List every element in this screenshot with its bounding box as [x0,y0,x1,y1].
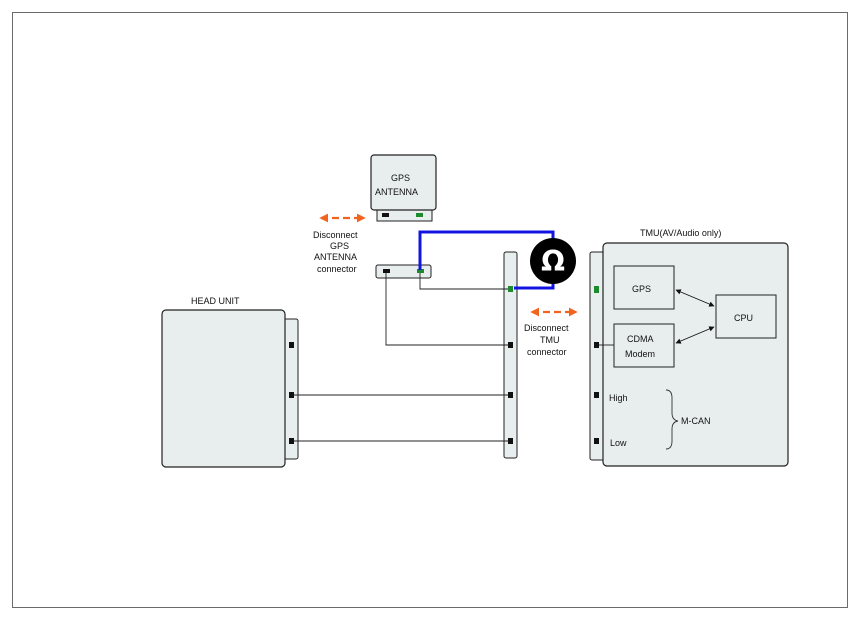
tmu-cpu-module [715,294,777,339]
tmu-unit: TMU(AV/Audio only) GPS CPU CDMA Modem Hi… [589,228,789,467]
tmu-pin-low [594,438,599,444]
tmu-mcan-label: M-CAN [681,416,711,426]
tmu-cdma-label-line2: Modem [625,349,655,359]
mcan-brace [665,389,679,450]
middle-connector-strip [503,251,518,459]
disconnect-gps-line1: Disconnect [313,230,358,240]
tmu-pin-cdma [594,342,599,348]
gps-harness-connector-body [375,264,432,279]
gps-antenna-label-line2: ANTENNA [375,187,418,197]
disconnect-gps-line3: ANTENNA [314,252,357,262]
head-unit-pin-high [289,392,294,398]
head-unit-label: HEAD UNIT [191,296,240,306]
cdma-cpu-link-arrow [675,326,715,344]
middle-pin-cdma [508,342,513,348]
wire-gps-black [385,273,508,346]
tmu-pin-gps [594,286,599,293]
tmu-cpu-label: CPU [734,313,753,323]
gps-harness-pin-black [383,269,390,273]
tmu-pin-high [594,392,599,398]
ohm-meter-body [530,238,576,284]
head-unit: HEAD UNIT [161,296,299,468]
gps-antenna-label-line1: GPS [391,173,410,183]
disconnect-tmu-line3: connector [527,347,567,357]
disconnect-gps-label: Disconnect GPS ANTENNA connector [313,230,358,274]
gps-antenna-pin-black [382,213,389,217]
tmu-cdma-module [613,323,675,368]
diagram-frame [12,12,848,608]
gps-cpu-link-arrow [675,289,715,307]
gps-harness-connector [375,264,432,279]
disconnect-gps-line4: connector [317,264,357,274]
gps-harness-pin-green [417,269,424,273]
gps-antenna-box [370,154,437,211]
middle-pin-high [508,392,513,398]
gps-antenna-pin-green [416,213,423,217]
middle-pin-gps [508,286,513,292]
head-unit-box [161,309,286,468]
disconnect-tmu-label: Disconnect TMU connector [524,323,569,357]
middle-pin-low [508,438,513,444]
disconnect-tmu-line2: TMU [540,335,560,345]
head-unit-pin-1 [289,342,294,348]
disconnect-gps-line2: GPS [330,241,349,251]
meter-lead-wire [418,230,555,290]
tmu-gps-label: GPS [632,284,651,294]
gps-antenna-unit: GPS ANTENNA [370,154,437,222]
tmu-low-label: Low [610,438,627,448]
wire-gps-green [419,273,508,290]
tmu-high-label: High [609,393,628,403]
head-unit-pin-low [289,438,294,444]
tmu-title: TMU(AV/Audio only) [640,228,721,238]
disconnect-tmu-line1: Disconnect [524,323,569,333]
ohm-symbol: Ω [541,245,565,278]
tmu-gps-module [613,265,675,310]
ohm-meter-icon: Ω [530,238,576,284]
tmu-cdma-label-line1: CDMA [627,334,654,344]
